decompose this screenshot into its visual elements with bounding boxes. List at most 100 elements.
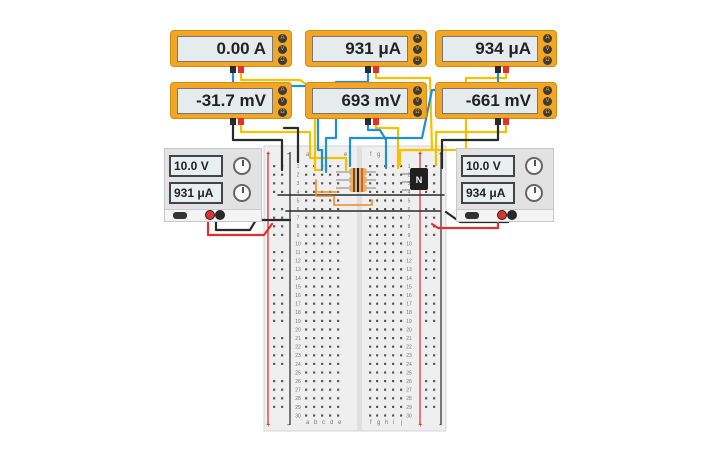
- rail-hole[interactable]: [433, 268, 436, 271]
- resistor[interactable]: [336, 176, 376, 184]
- breadboard-hole[interactable]: [384, 414, 387, 417]
- breadboard-hole[interactable]: [400, 302, 403, 305]
- rail-hole[interactable]: [281, 337, 284, 340]
- rail-hole[interactable]: [433, 208, 436, 211]
- breadboard-hole[interactable]: [305, 311, 308, 314]
- breadboard-hole[interactable]: [376, 233, 379, 236]
- rail-hole[interactable]: [273, 337, 276, 340]
- breadboard-hole[interactable]: [400, 182, 403, 185]
- breadboard-hole[interactable]: [384, 345, 387, 348]
- breadboard-hole[interactable]: [400, 380, 403, 383]
- breadboard-hole[interactable]: [313, 302, 316, 305]
- ammeter-mode-button[interactable]: A: [278, 34, 287, 43]
- breadboard-hole[interactable]: [369, 397, 372, 400]
- breadboard-hole[interactable]: [305, 354, 308, 357]
- breadboard-hole[interactable]: [369, 302, 372, 305]
- rail-hole[interactable]: [425, 388, 428, 391]
- rail-hole[interactable]: [425, 362, 428, 365]
- breadboard-hole[interactable]: [376, 371, 379, 374]
- breadboard-hole[interactable]: [305, 276, 308, 279]
- breadboard-hole[interactable]: [313, 294, 316, 297]
- multimeter[interactable]: 0.00 A A V Ω: [170, 30, 292, 67]
- wire-yellow[interactable]: [400, 71, 508, 152]
- breadboard-hole[interactable]: [305, 302, 308, 305]
- breadboard-hole[interactable]: [369, 199, 372, 202]
- rail-hole[interactable]: [281, 190, 284, 193]
- breadboard-hole[interactable]: [400, 199, 403, 202]
- breadboard-hole[interactable]: [313, 414, 316, 417]
- rail-hole[interactable]: [433, 354, 436, 357]
- breadboard-hole[interactable]: [329, 208, 332, 211]
- rail-hole[interactable]: [425, 319, 428, 322]
- rail-hole[interactable]: [281, 208, 284, 211]
- breadboard-hole[interactable]: [400, 165, 403, 168]
- rail-hole[interactable]: [273, 165, 276, 168]
- rail-hole[interactable]: [273, 208, 276, 211]
- ammeter-mode-button[interactable]: A: [413, 86, 422, 95]
- breadboard-hole[interactable]: [313, 337, 316, 340]
- breadboard-hole[interactable]: [305, 285, 308, 288]
- breadboard-hole[interactable]: [313, 190, 316, 193]
- positive-terminal[interactable]: [205, 210, 215, 220]
- breadboard-hole[interactable]: [337, 285, 340, 288]
- breadboard-hole[interactable]: [369, 328, 372, 331]
- breadboard-hole[interactable]: [392, 380, 395, 383]
- breadboard-hole[interactable]: [321, 354, 324, 357]
- ohmmeter-mode-button[interactable]: Ω: [543, 56, 552, 65]
- power-switch[interactable]: [465, 212, 479, 219]
- rail-hole[interactable]: [433, 190, 436, 193]
- breadboard-hole[interactable]: [313, 251, 316, 254]
- breadboard-hole[interactable]: [392, 397, 395, 400]
- rail-hole[interactable]: [273, 173, 276, 176]
- breadboard-hole[interactable]: [313, 345, 316, 348]
- breadboard-hole[interactable]: [329, 414, 332, 417]
- breadboard-hole[interactable]: [392, 233, 395, 236]
- breadboard-hole[interactable]: [321, 276, 324, 279]
- breadboard-hole[interactable]: [376, 259, 379, 262]
- breadboard-hole[interactable]: [400, 362, 403, 365]
- breadboard-hole[interactable]: [321, 405, 324, 408]
- breadboard-hole[interactable]: [392, 294, 395, 297]
- rail-hole[interactable]: [433, 362, 436, 365]
- breadboard-hole[interactable]: [400, 285, 403, 288]
- breadboard-hole[interactable]: [384, 225, 387, 228]
- breadboard-hole[interactable]: [321, 225, 324, 228]
- breadboard-hole[interactable]: [376, 276, 379, 279]
- breadboard-hole[interactable]: [321, 216, 324, 219]
- breadboard-hole[interactable]: [384, 319, 387, 322]
- breadboard-hole[interactable]: [369, 294, 372, 297]
- breadboard-hole[interactable]: [384, 337, 387, 340]
- breadboard-hole[interactable]: [305, 268, 308, 271]
- breadboard-hole[interactable]: [313, 311, 316, 314]
- rail-hole[interactable]: [273, 380, 276, 383]
- breadboard-hole[interactable]: [376, 362, 379, 365]
- breadboard-hole[interactable]: [337, 380, 340, 383]
- wire-black[interactable]: [214, 214, 292, 232]
- breadboard-hole[interactable]: [329, 285, 332, 288]
- breadboard-hole[interactable]: [329, 216, 332, 219]
- breadboard-hole[interactable]: [305, 337, 308, 340]
- breadboard-hole[interactable]: [321, 397, 324, 400]
- breadboard-hole[interactable]: [313, 354, 316, 357]
- rail-hole[interactable]: [425, 397, 428, 400]
- breadboard-hole[interactable]: [337, 242, 340, 245]
- rail-hole[interactable]: [425, 380, 428, 383]
- breadboard-hole[interactable]: [392, 242, 395, 245]
- breadboard-hole[interactable]: [321, 259, 324, 262]
- breadboard-hole[interactable]: [400, 345, 403, 348]
- rail-hole[interactable]: [273, 405, 276, 408]
- rail-hole[interactable]: [433, 259, 436, 262]
- breadboard-hole[interactable]: [376, 225, 379, 228]
- breadboard-hole[interactable]: [392, 319, 395, 322]
- breadboard-hole[interactable]: [321, 337, 324, 340]
- rail-hole[interactable]: [433, 294, 436, 297]
- breadboard-hole[interactable]: [321, 182, 324, 185]
- breadboard-hole[interactable]: [329, 328, 332, 331]
- breadboard-hole[interactable]: [392, 199, 395, 202]
- breadboard-hole[interactable]: [400, 208, 403, 211]
- breadboard-hole[interactable]: [337, 319, 340, 322]
- breadboard-hole[interactable]: [392, 414, 395, 417]
- breadboard-hole[interactable]: [400, 405, 403, 408]
- breadboard-hole[interactable]: [313, 397, 316, 400]
- breadboard-hole[interactable]: [376, 354, 379, 357]
